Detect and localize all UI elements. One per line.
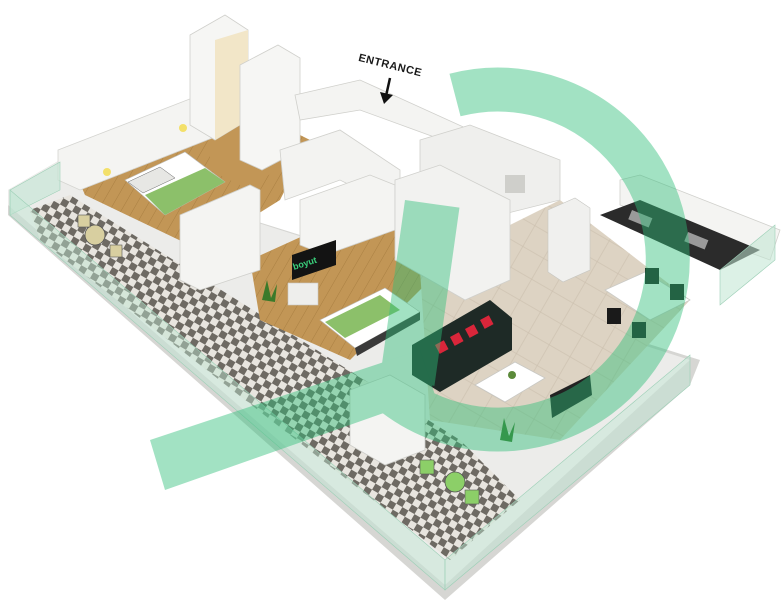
dining-table: [604, 271, 691, 321]
lamp-2: [179, 124, 187, 132]
cooktop: [628, 210, 653, 228]
bedroom-2-furniture: boyut: [262, 240, 421, 356]
terrace-chair-2: [109, 244, 123, 258]
cushion-4: [480, 315, 494, 329]
bed-1-cover: [145, 168, 225, 215]
kitchen: [547, 197, 760, 338]
cushion-1: [435, 340, 449, 354]
glass-railings: [9, 161, 776, 591]
tv-screen: [292, 240, 336, 280]
plant-1: [262, 280, 277, 302]
coffee-table: [474, 361, 546, 403]
chair-3: [607, 308, 621, 324]
bed-2-stripes: [355, 312, 420, 356]
tv-unit: [550, 375, 592, 418]
terrace-chair-1: [77, 214, 91, 228]
bedroom-1-furniture: [103, 124, 226, 216]
chair-4: [632, 322, 646, 338]
bathroom-sink: [505, 175, 525, 193]
cushion-2: [450, 332, 464, 346]
bed-1-stripes: [127, 166, 176, 194]
table-plant: [508, 371, 516, 379]
terrace-floor: [30, 195, 520, 560]
plant-2: [500, 418, 515, 442]
walls: [57, 14, 781, 466]
chair-1: [645, 268, 659, 284]
watermark-logo: [150, 67, 690, 490]
tv-stand: [287, 282, 319, 306]
cushion-3: [465, 324, 479, 338]
bed-2-cover: [325, 295, 400, 338]
chair-2: [670, 284, 684, 300]
terrace-table-2: [444, 471, 466, 493]
living-furniture: [412, 300, 592, 442]
terrace-table-1: [84, 224, 106, 246]
lamp-1: [103, 168, 111, 176]
terrace-chair-3: [419, 459, 435, 475]
column: [349, 374, 426, 466]
sink: [684, 232, 709, 250]
terrace-furniture: [77, 214, 480, 505]
terrace-chair-4: [464, 489, 480, 505]
fridge: [547, 197, 591, 283]
entrance-arrow-icon: [380, 77, 393, 104]
